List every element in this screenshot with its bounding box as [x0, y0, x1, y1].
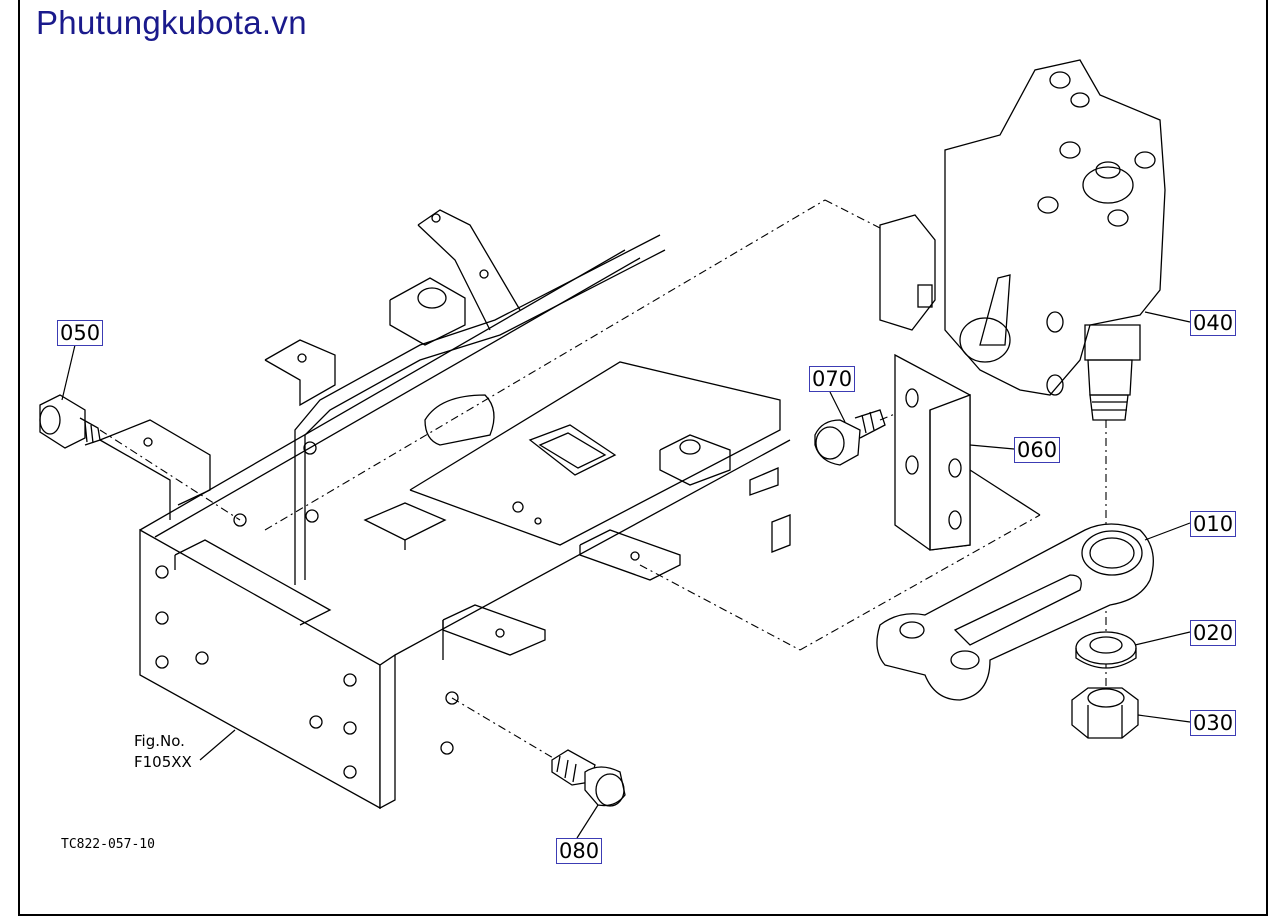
figure-ref-label: Fig.No. [134, 732, 185, 750]
bolt-080 [551, 749, 626, 807]
callout-leaders [61, 311, 1191, 839]
hex-nut [1071, 687, 1139, 739]
callout-070[interactable]: 070 [809, 366, 856, 392]
watermark-text: Phutungkubota.vn [36, 4, 307, 41]
figure-ref-number: F105XX [134, 753, 192, 771]
callout-040[interactable]: 040 [1190, 310, 1237, 336]
callout-060[interactable]: 060 [1014, 437, 1061, 463]
callout-020[interactable]: 020 [1190, 620, 1237, 646]
callout-010[interactable]: 010 [1190, 511, 1237, 537]
callout-080[interactable]: 080 [556, 838, 603, 864]
pitman-arm [876, 523, 1154, 701]
drawing-code: TC822-057-10 [61, 837, 155, 852]
figure-reference[interactable]: Fig.No. F105XX [134, 731, 192, 773]
chassis-frame [99, 209, 791, 810]
bolt-050 [39, 394, 101, 449]
bolt-070 [814, 409, 886, 466]
callout-050[interactable]: 050 [57, 320, 104, 346]
callout-030[interactable]: 030 [1190, 710, 1237, 736]
lock-washer [1075, 631, 1137, 669]
bracket-plate [894, 353, 1041, 551]
steering-gearbox [879, 59, 1166, 421]
